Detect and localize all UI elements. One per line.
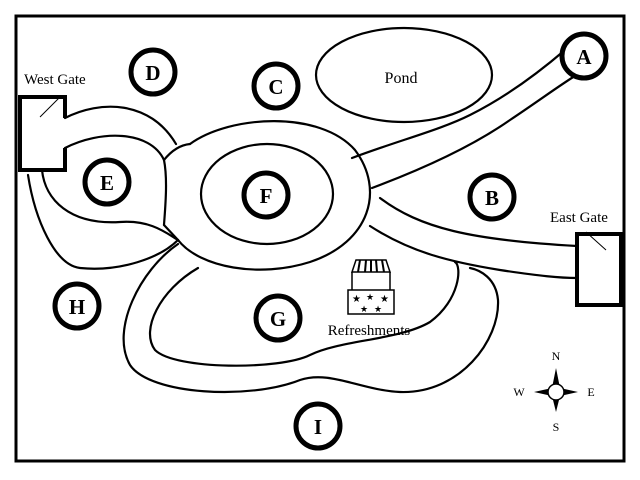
east-gate-label: East Gate	[550, 210, 608, 226]
map-border	[14, 14, 626, 463]
svg-text:A: A	[576, 45, 592, 69]
svg-text:★: ★	[352, 294, 361, 305]
svg-text:F: F	[260, 184, 273, 208]
compass-south: S	[553, 420, 560, 434]
svg-text:C: C	[268, 75, 283, 99]
svg-text:H: H	[69, 295, 85, 319]
location-g: G	[253, 293, 303, 343]
east-gate	[575, 232, 623, 307]
svg-text:I: I	[314, 415, 322, 439]
location-h: H	[52, 281, 102, 331]
location-b: B	[467, 172, 517, 222]
svg-text:G: G	[270, 307, 286, 331]
location-i: I	[293, 401, 343, 451]
svg-text:★: ★	[380, 294, 389, 305]
pond-label: Pond	[385, 70, 418, 87]
pond-shape	[314, 26, 494, 124]
location-e: E	[82, 157, 132, 207]
location-d: D	[128, 47, 178, 97]
trail-network	[26, 48, 580, 394]
location-f: F	[241, 170, 291, 220]
svg-text:E: E	[100, 171, 114, 195]
west-gate-label: West Gate	[24, 72, 86, 88]
west-gate	[18, 95, 67, 172]
refreshments-label: Refreshments	[328, 323, 411, 339]
compass-west: W	[513, 385, 525, 399]
west-gate-door	[42, 148, 67, 172]
location-a: A	[559, 31, 609, 81]
compass-east: E	[587, 385, 594, 399]
compass-north: N	[552, 349, 561, 363]
compass-rose-icon	[534, 368, 578, 412]
refreshments-stand-icon: ★ ★ ★ ★ ★	[347, 259, 395, 315]
svg-text:★: ★	[374, 305, 382, 315]
svg-text:★: ★	[366, 293, 374, 303]
svg-text:D: D	[145, 61, 160, 85]
location-c: C	[251, 61, 301, 111]
svg-text:★: ★	[360, 305, 368, 315]
svg-text:B: B	[485, 186, 499, 210]
